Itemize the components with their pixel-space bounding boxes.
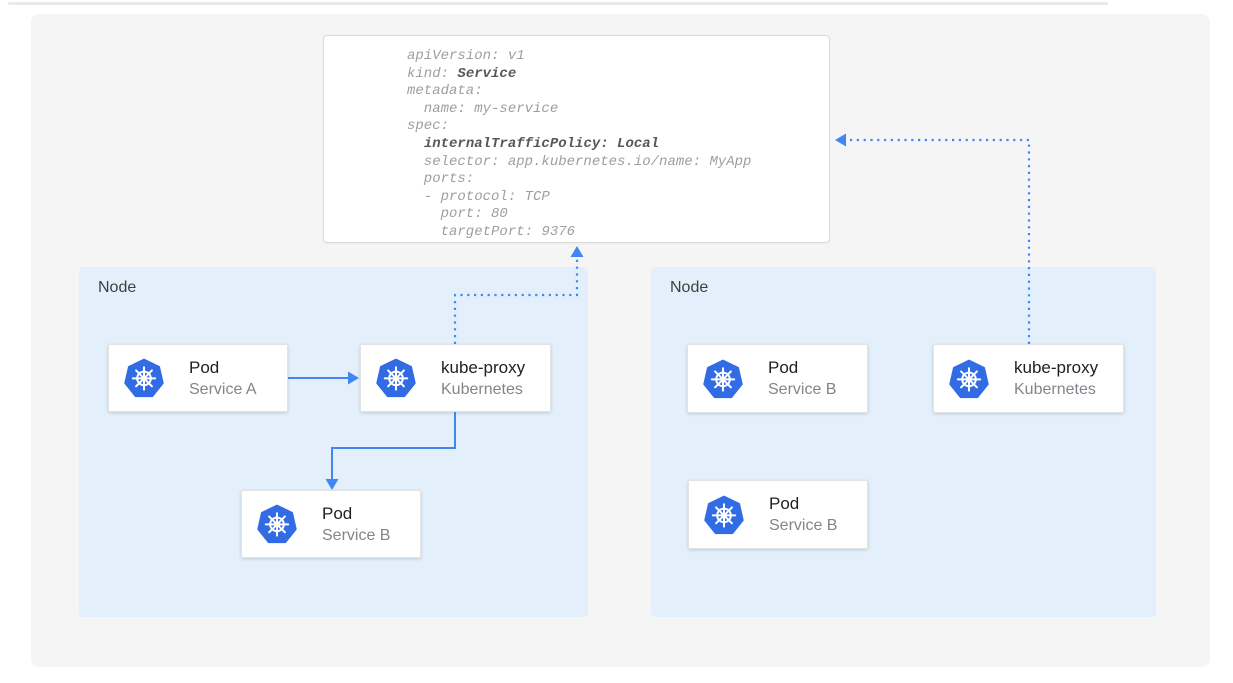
node-label: Node — [670, 279, 709, 296]
card-subtitle: Kubernetes — [441, 380, 523, 398]
kubernetes-logo-icon — [124, 358, 164, 398]
node-box-left: Node — [79, 267, 588, 617]
kubernetes-logo-icon — [257, 504, 297, 544]
yaml-line: spec: — [407, 118, 450, 135]
yaml-line: internalTrafficPolicy: Local — [423, 135, 660, 152]
yaml-line: - protocol: TCP — [407, 188, 550, 205]
yaml-line: kind: Service — [407, 65, 517, 82]
card-title: Pod — [769, 494, 800, 513]
yaml-line: metadata: — [407, 83, 483, 100]
yaml-line: ports: — [407, 171, 475, 188]
card-title: Pod — [322, 503, 353, 523]
card-subtitle: Kubernetes — [1014, 381, 1096, 398]
card-title: kube-proxy — [1014, 358, 1099, 377]
yaml-line: apiVersion: v1 — [407, 48, 525, 64]
kubernetes-logo-icon — [949, 359, 989, 399]
yaml-line: name: my-service — [407, 100, 559, 117]
node-box-right: Node — [651, 267, 1156, 617]
card-subtitle: Service A — [189, 380, 257, 398]
kubernetes-logo-icon — [703, 359, 743, 399]
card-title: kube-proxy — [441, 357, 526, 377]
card-subtitle: Service B — [322, 526, 391, 544]
card-pod-service-b-right-top: Pod Service B — [687, 344, 868, 413]
kubernetes-logo-icon — [376, 358, 416, 398]
top-divider — [8, 2, 1108, 5]
card-subtitle: Service B — [768, 381, 837, 398]
card-subtitle: Service B — [769, 517, 838, 534]
yaml-line: targetPort: 9376 — [407, 223, 576, 240]
node-label: Node — [98, 279, 137, 296]
card-pod-service-b-right-bottom: Pod Service B — [688, 480, 868, 549]
yaml-manifest-card: apiVersion: v1 kind: Service metadata: n… — [323, 35, 830, 243]
card-kube-proxy-left: kube-proxy Kubernetes — [360, 344, 551, 412]
card-title: Pod — [768, 358, 799, 377]
card-kube-proxy-right: kube-proxy Kubernetes — [933, 344, 1124, 413]
kubernetes-logo-icon — [704, 495, 744, 535]
yaml-line: selector: app.kubernetes.io/name: MyApp — [407, 153, 752, 170]
card-pod-service-b-left: Pod Service B — [241, 490, 421, 558]
yaml-line: port: 80 — [407, 206, 508, 223]
card-pod-service-a: Pod Service A — [108, 344, 288, 412]
card-title: Pod — [189, 357, 220, 377]
